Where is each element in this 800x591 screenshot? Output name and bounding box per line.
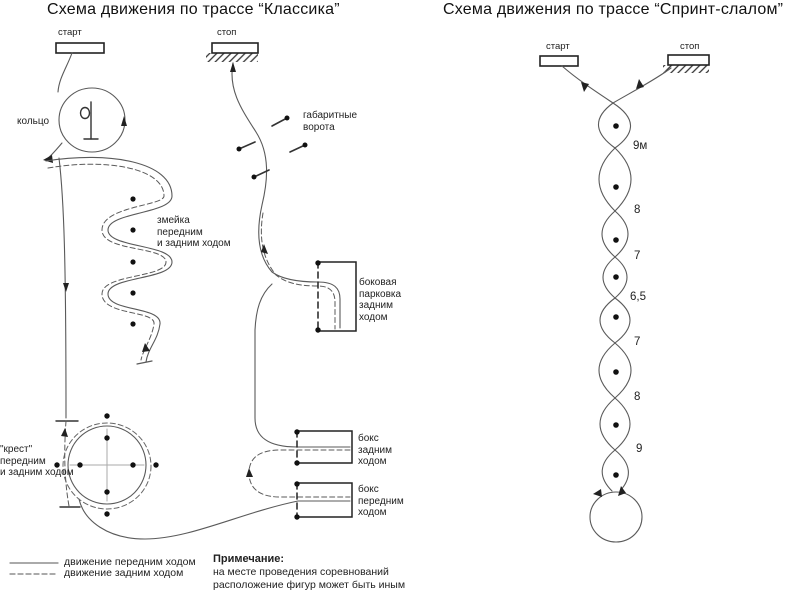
legend-forward-label: движение передним ходом xyxy=(64,556,196,568)
start-label-classic: старт xyxy=(58,27,82,38)
box-forward-label: бокс передним ходом xyxy=(358,484,404,518)
box-reverse-label: бокс задним ходом xyxy=(358,433,392,467)
parking-label: боковая парковка задним ходом xyxy=(359,277,402,323)
slalom-path-up xyxy=(598,67,672,492)
arrow-circle-in xyxy=(593,489,602,497)
snake-label: змейка передним и задним ходом xyxy=(157,215,231,249)
stop-box-sprint xyxy=(667,54,710,66)
arrow-parking xyxy=(261,244,268,254)
clearance-gates xyxy=(238,117,306,178)
parking-box xyxy=(315,260,357,333)
start-box-sprint xyxy=(539,55,579,67)
note-title: Примечание: xyxy=(213,553,285,565)
arrow-stop-entry xyxy=(230,62,236,72)
title-sprint: Схема движения по трассе “Спринт-слалом” xyxy=(443,1,784,18)
start-box-classic xyxy=(55,42,105,54)
box-reverse xyxy=(294,429,353,466)
gap-label-3: 7 xyxy=(634,250,641,262)
gap-label-1: 9м xyxy=(633,140,648,152)
gap-label-7: 9 xyxy=(636,443,643,455)
sprint-slalom-course xyxy=(539,54,710,543)
note-line1: на месте проведения соревнований xyxy=(213,566,389,578)
snake-path-forward xyxy=(45,156,173,363)
snake-path-reverse xyxy=(47,163,167,361)
sign-icon xyxy=(79,101,99,140)
box-forward xyxy=(294,481,353,520)
gap-label-4: 6,5 xyxy=(630,291,646,303)
arrow-uturn xyxy=(246,468,253,477)
slalom-path-down xyxy=(561,65,631,492)
start-label-sprint: старт xyxy=(546,41,570,52)
arrow-ring-exit xyxy=(43,155,53,163)
gap-label-6: 8 xyxy=(634,391,641,403)
parking-reverse-path xyxy=(260,212,336,330)
stop-label-classic: стоп xyxy=(217,27,237,38)
cross-figure xyxy=(54,413,159,517)
classic-course xyxy=(9,42,357,575)
arrow-from-start xyxy=(581,82,589,92)
gates-path xyxy=(231,62,341,329)
slalom-cones xyxy=(613,123,619,478)
arrow-circle-out xyxy=(618,486,626,496)
ring-label: кольцо xyxy=(17,116,50,127)
note-line2: расположение фигур может быть иным xyxy=(213,579,406,591)
arrow-ring xyxy=(121,116,127,126)
cross-label: "крест" передним и задним ходом xyxy=(0,444,74,478)
title-classic: Схема движения по трассе “Классика” xyxy=(47,1,340,18)
arrow-snake-tail xyxy=(142,343,150,352)
arrow-down-vertical xyxy=(63,283,69,292)
stop-hatch-classic xyxy=(206,53,258,62)
stop-label-sprint: стоп xyxy=(680,41,700,52)
legend-reverse-label: движение задним ходом xyxy=(64,567,184,579)
gate-cones xyxy=(236,115,308,180)
gates-label: габаритные ворота xyxy=(303,110,358,133)
sweep-path xyxy=(78,498,351,540)
turnaround-circle xyxy=(589,491,643,543)
arrow-to-stop xyxy=(636,79,644,89)
ring-figure xyxy=(58,87,126,153)
stop-hatch-sprint xyxy=(663,65,709,73)
gap-label-5: 7 xyxy=(634,336,641,348)
box-uturn-path xyxy=(248,449,351,498)
to-box-path xyxy=(254,283,351,448)
arrow-up-dashed xyxy=(61,428,68,437)
stop-box-classic xyxy=(211,42,259,54)
gap-label-2: 8 xyxy=(634,204,641,216)
snake-cones xyxy=(130,196,136,327)
note-block: Примечание: на месте проведения соревнов… xyxy=(213,553,405,591)
